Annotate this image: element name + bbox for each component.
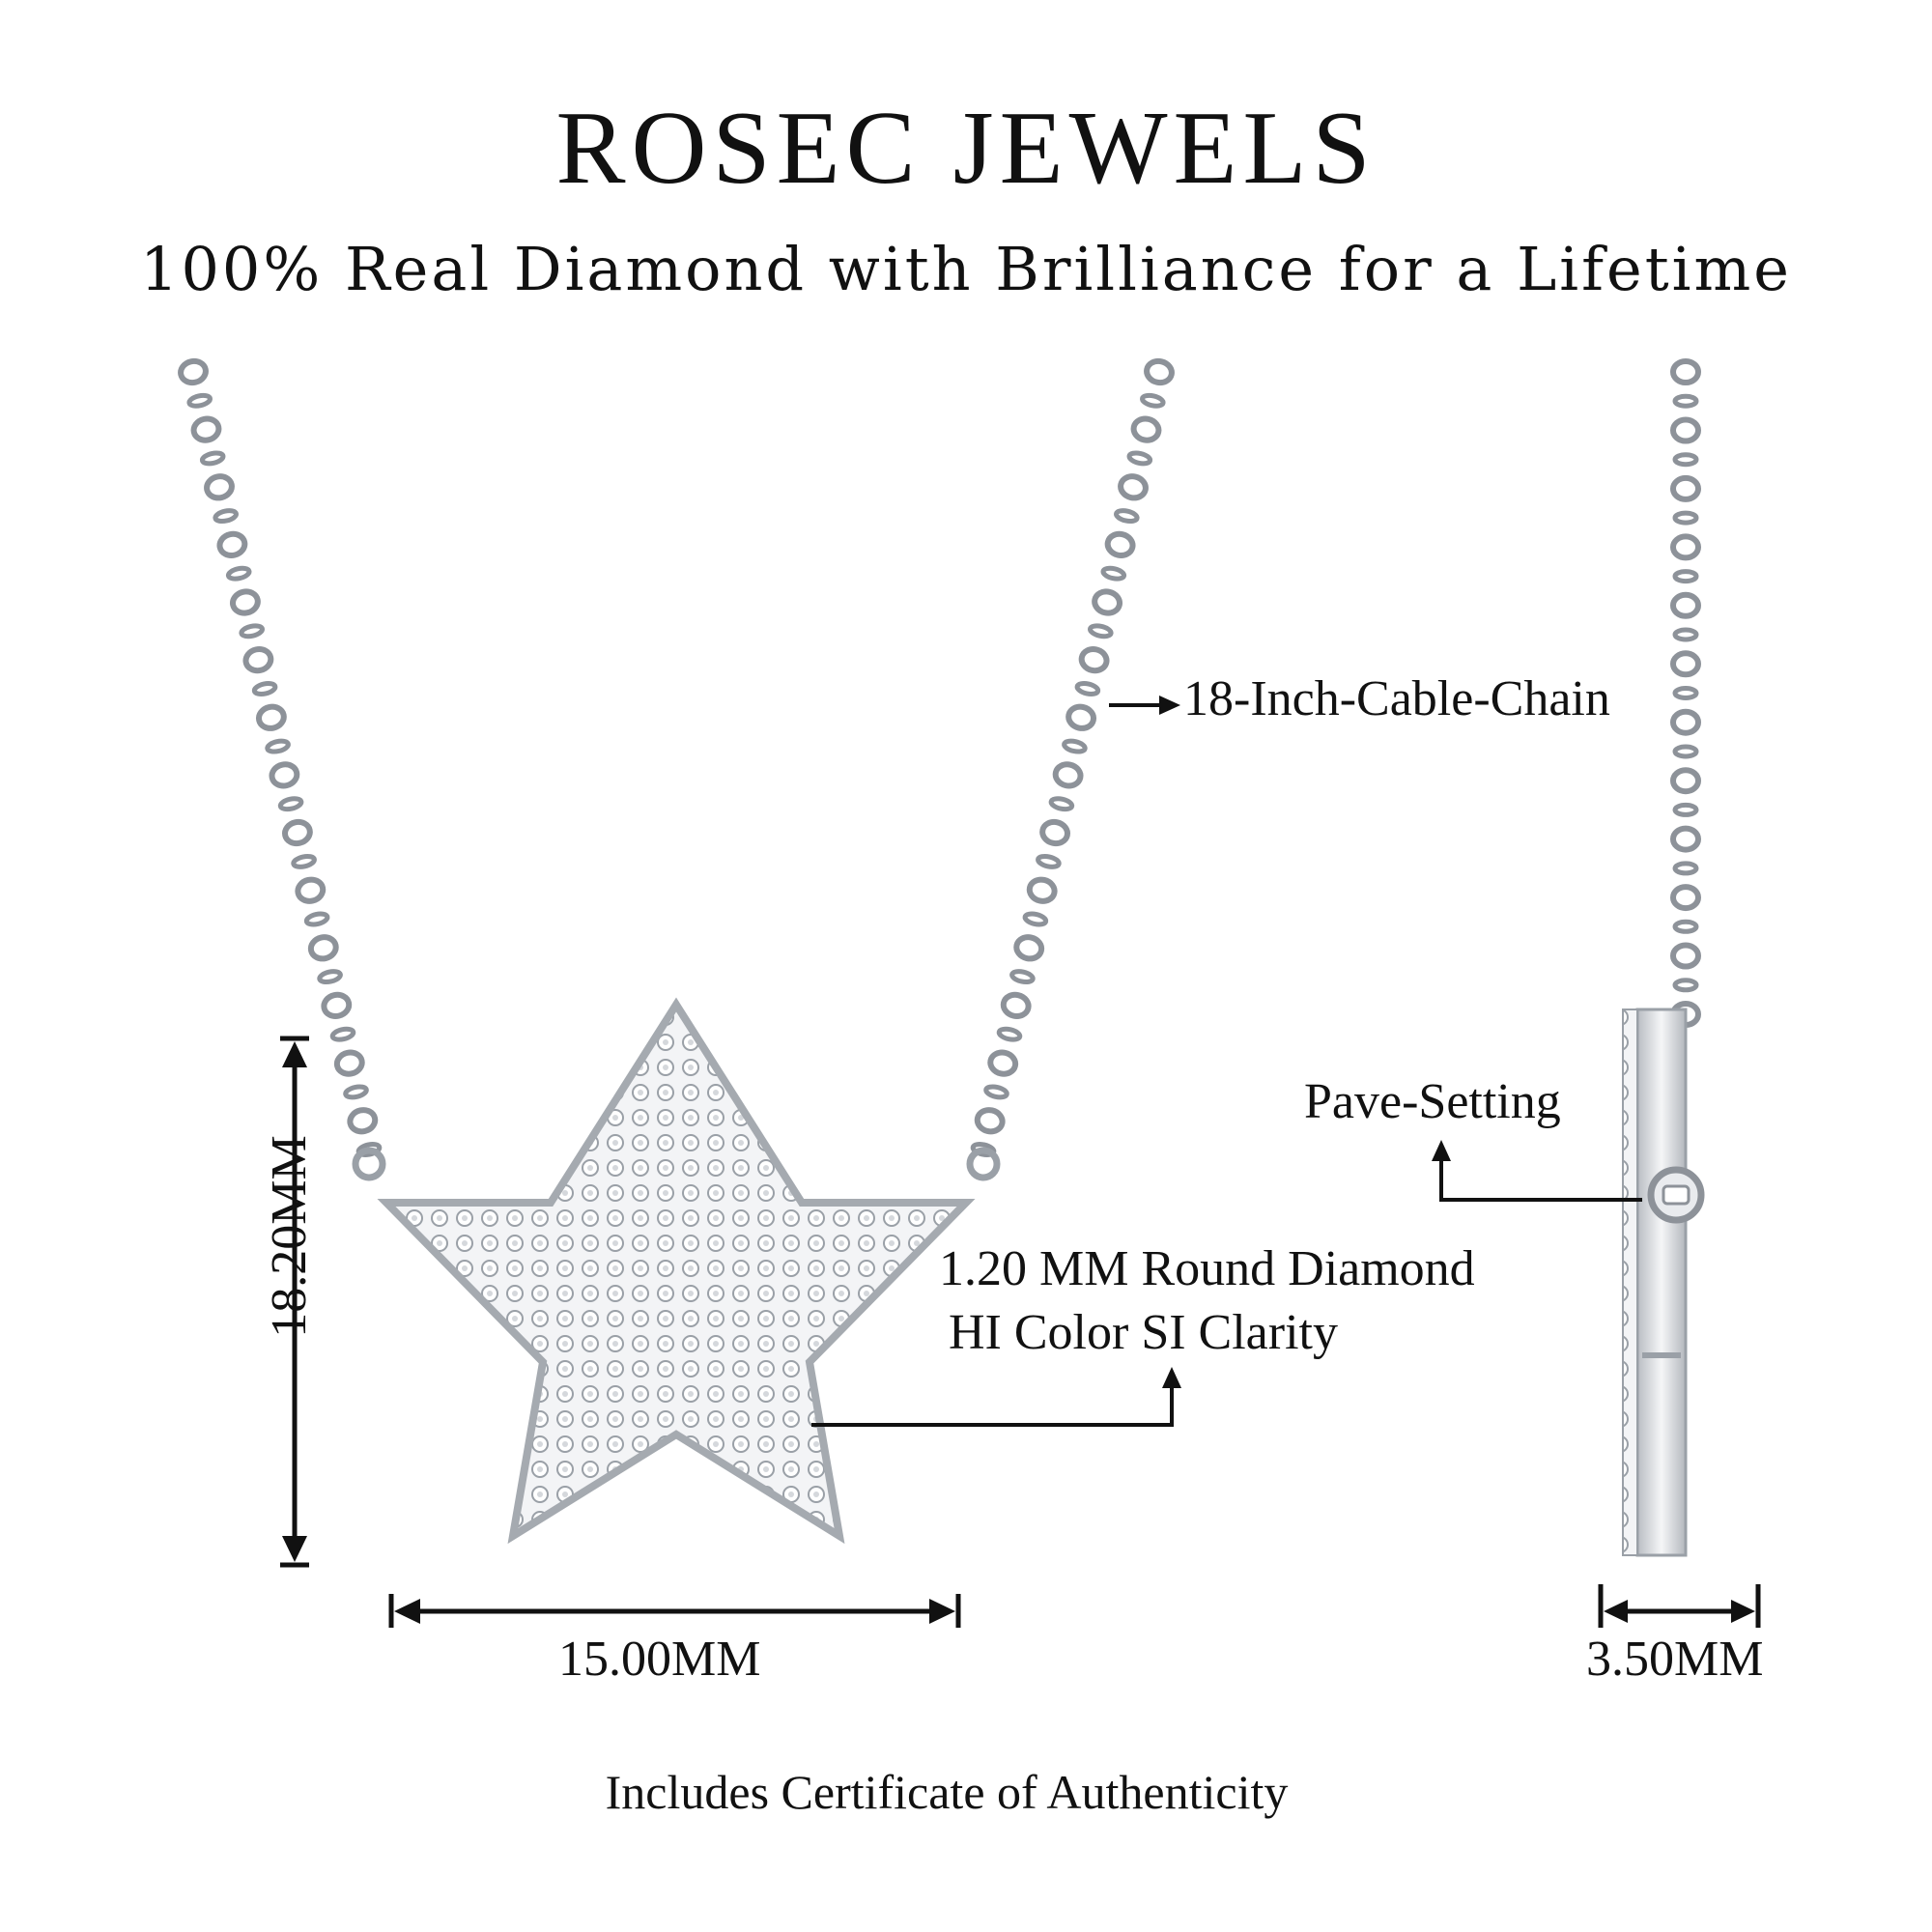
chain-link — [307, 934, 339, 962]
chain-link — [242, 645, 274, 674]
chain-link — [1672, 510, 1699, 526]
chain-link — [1062, 738, 1088, 754]
certificate-note: Includes Certificate of Authenticity — [605, 1765, 1289, 1819]
chain-link — [1009, 969, 1036, 985]
chain-link — [1126, 450, 1153, 467]
chain-link — [281, 818, 313, 847]
chain-link — [255, 703, 287, 731]
chain-link — [1672, 393, 1699, 409]
chain-link — [1670, 591, 1701, 619]
chain-link — [1672, 744, 1699, 759]
callout-leaders — [811, 703, 1642, 1427]
chain-link — [1013, 934, 1045, 962]
arrowheads — [282, 1041, 1755, 1624]
chain-link — [1048, 796, 1075, 812]
chain-link — [1672, 627, 1699, 642]
chain-callout: 18-Inch-Cable-Chain — [1183, 671, 1610, 726]
chain-link — [265, 738, 291, 754]
brand-title: ROSEC JEWELS — [555, 91, 1377, 206]
chain-link — [321, 991, 353, 1020]
chain-link — [1672, 919, 1699, 934]
chain-link — [1065, 703, 1097, 731]
diamond-callout-line1: 1.20 MM Round Diamond — [939, 1241, 1475, 1296]
chain-link — [269, 761, 300, 789]
chain-link — [1092, 588, 1123, 616]
chain-link — [303, 911, 330, 927]
chain-link — [1672, 686, 1699, 700]
chain-link — [1672, 802, 1699, 817]
chain-link — [1670, 358, 1701, 385]
chain-link — [983, 1084, 1009, 1100]
chain-link — [333, 1049, 365, 1077]
depth-dimension-label: 3.50MM — [1586, 1632, 1764, 1687]
chain-link — [347, 1107, 379, 1135]
chain-link — [1670, 884, 1701, 912]
chain-link — [1140, 392, 1166, 409]
chain-link — [1114, 508, 1140, 525]
pendant-side-view — [1622, 1008, 1705, 1557]
diamond-callout-line2: HI Color SI Clarity — [949, 1305, 1338, 1360]
chain-link — [1670, 825, 1701, 853]
chain-link — [1078, 645, 1110, 674]
chain-link — [1670, 767, 1701, 795]
chain-link — [1022, 911, 1049, 927]
chain-link — [1672, 452, 1699, 468]
chain-link — [251, 681, 278, 696]
chain-link — [1672, 569, 1699, 584]
chain-link — [1026, 876, 1058, 904]
chain-link — [1000, 991, 1032, 1020]
chain-link — [1670, 533, 1701, 561]
chain-link — [1036, 853, 1062, 869]
chain-link — [1670, 942, 1701, 970]
chain-link — [1130, 415, 1162, 443]
chain-link — [317, 969, 343, 985]
chain-link — [1670, 416, 1701, 444]
dimension-lines — [280, 1036, 1761, 1628]
chain-link — [974, 1107, 1006, 1135]
chain-link — [1088, 623, 1114, 639]
setting-callout: Pave-Setting — [1304, 1074, 1561, 1129]
chain-link — [186, 392, 213, 409]
chain-link — [190, 415, 222, 443]
chain-link — [199, 450, 226, 467]
width-dimension-label: 15.00MM — [558, 1632, 761, 1687]
chain-link — [204, 473, 235, 501]
chain-link — [1100, 565, 1127, 582]
chain-link — [1670, 650, 1701, 678]
chain-link — [1039, 818, 1071, 847]
chain-link — [1052, 761, 1084, 789]
callout-arrowheads — [1159, 696, 1451, 1388]
tagline: 100% Real Diamond with Brilliance for a … — [140, 234, 1792, 304]
chain-link — [996, 1026, 1023, 1042]
chain-link — [343, 1084, 369, 1100]
chain-link — [1118, 473, 1149, 501]
chain-link — [1672, 861, 1699, 876]
height-dimension-label: 18.20MM — [262, 1135, 317, 1338]
chain-link — [1104, 530, 1136, 559]
chain-link — [1144, 357, 1175, 386]
cable-chain — [178, 357, 1701, 1157]
chain-link — [1074, 681, 1101, 696]
star-pendant-front — [352, 997, 1001, 1545]
chain-link — [216, 530, 248, 559]
chain-link — [277, 796, 304, 812]
chain-link — [239, 623, 265, 639]
chain-link — [295, 876, 327, 904]
chain-link — [1670, 708, 1701, 736]
chain-link — [1670, 474, 1701, 502]
chain-link — [178, 357, 209, 386]
chain-link — [1672, 978, 1699, 993]
chain-link — [213, 508, 239, 525]
chain-link — [291, 853, 317, 869]
chain-link — [225, 565, 252, 582]
chain-link — [329, 1026, 356, 1042]
chain-link — [229, 588, 261, 616]
chain-link — [987, 1049, 1019, 1077]
